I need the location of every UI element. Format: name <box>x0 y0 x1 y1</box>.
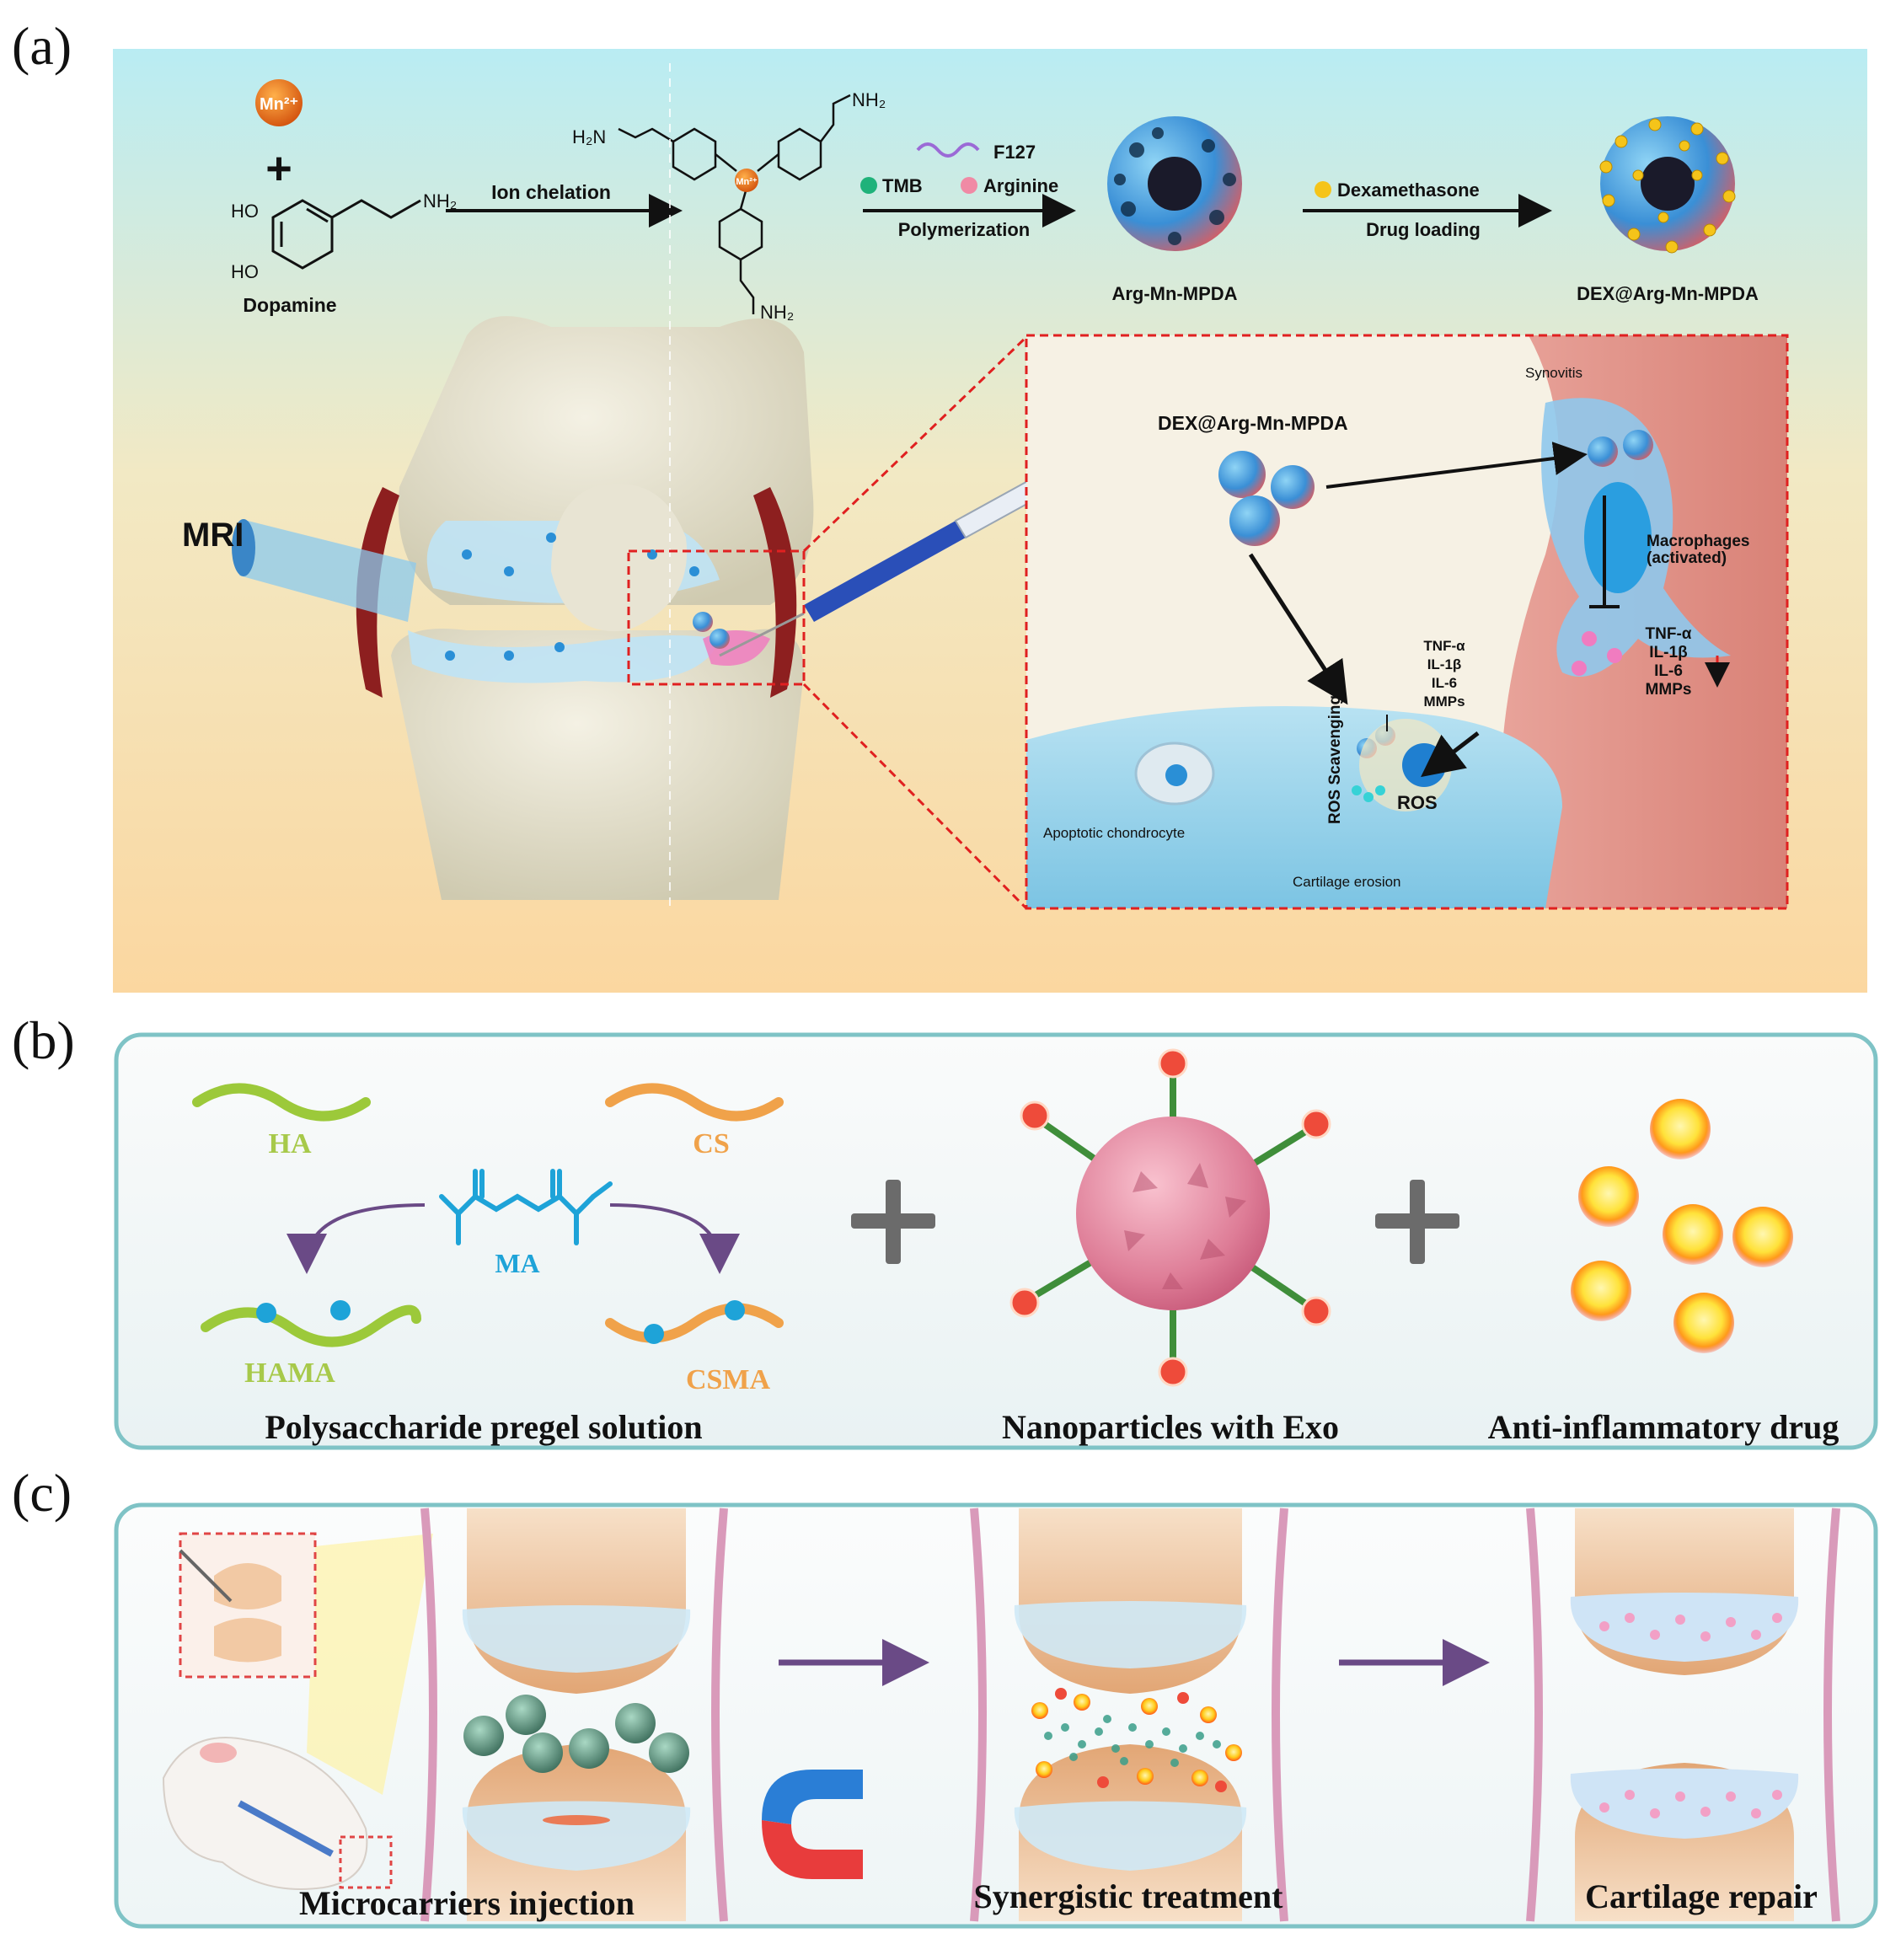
caption-nanoparticles: Nanoparticles with Exo <box>1002 1408 1339 1446</box>
cs-label: CS <box>693 1128 729 1159</box>
zoom-line-bottom <box>802 683 1028 910</box>
arg-mn-mpda-label: Arg-Mn-MPDA <box>1111 283 1237 304</box>
ma-label: MA <box>495 1248 539 1278</box>
svg-text:MMPs: MMPs <box>1423 693 1465 710</box>
caption-polysaccharide: Polysaccharide pregel solution <box>265 1408 702 1446</box>
polymerization-label: Polymerization <box>898 219 1030 240</box>
dexamethasone-icon <box>1315 181 1331 198</box>
svg-text:IL-6: IL-6 <box>1654 662 1683 680</box>
cartilage-erosion-label: Cartilage erosion <box>1293 874 1401 890</box>
caption-cartilage-repair: Cartilage repair <box>1585 1877 1818 1915</box>
zoom-line-top <box>802 335 1028 553</box>
caption-anti-inflammatory: Anti-inflammatory drug <box>1488 1408 1839 1446</box>
mn-ion-icon: Mn²⁺ <box>255 79 303 126</box>
complex-h2n-label: H₂N <box>572 126 606 147</box>
ho-bottom-label: HO <box>231 261 259 282</box>
csma-label: CSMA <box>686 1364 771 1395</box>
nanoparticle-with-exo-icon <box>1009 1048 1331 1387</box>
drug-loading-label: Drug loading <box>1366 219 1481 240</box>
svg-text:IL-6: IL-6 <box>1432 675 1457 691</box>
joint-cartilage-repair-icon <box>1526 1507 1840 1922</box>
ma-molecule-icon <box>439 1169 613 1245</box>
dopamine-label: Dopamine <box>243 294 336 316</box>
inset-detail <box>1025 334 1789 910</box>
dopamine-structure <box>271 199 421 270</box>
mri-beam-icon <box>232 519 416 622</box>
dopamine-nh2-label: NH₂ <box>423 190 457 212</box>
caption-synergistic-treatment: Synergistic treatment <box>974 1877 1284 1915</box>
plus-sign: + <box>265 143 292 194</box>
ros-label: ROS <box>1397 792 1438 813</box>
arg-mn-mpda-nanoparticle-icon <box>1107 116 1242 251</box>
dex-arg-mn-mpda-label: DEX@Arg-Mn-MPDA <box>1577 283 1759 304</box>
arginine-label: Arginine <box>983 175 1058 196</box>
csma-chain-icon <box>605 1303 784 1343</box>
hama-ma-group-icon <box>256 1303 276 1323</box>
plus-icon-2 <box>1375 1180 1459 1264</box>
joint-microcarriers-icon <box>420 1507 728 1922</box>
mri-label: MRI <box>182 517 244 554</box>
svg-text:Mn²⁺: Mn²⁺ <box>736 177 758 187</box>
inset-arrow-to-macrophage <box>1325 442 1588 489</box>
dexamethasone-label: Dexamethasone <box>1337 179 1480 201</box>
svg-text:MMPs: MMPs <box>1646 681 1692 699</box>
panel-b: HA CS MA HAMA CSMA <box>114 1032 1878 1450</box>
ha-chain-icon <box>192 1083 371 1122</box>
svg-text:TNF-α: TNF-α <box>1646 625 1692 643</box>
svg-text:IL-1β: IL-1β <box>1427 656 1462 672</box>
cytokines-left: TNF-α IL-1β IL-6 MMPs <box>1423 638 1465 710</box>
ha-label: HA <box>269 1128 312 1159</box>
magnet-icon <box>762 1770 863 1879</box>
panel-c: Microcarriers injection Synergistic trea… <box>114 1502 1878 1929</box>
anti-inflammatory-drug-icon <box>1571 1099 1793 1353</box>
dex-arg-mn-mpda-nanoparticle-icon <box>1599 116 1736 254</box>
inset-dex-label: DEX@Arg-Mn-MPDA <box>1158 412 1348 434</box>
caption-microcarriers-injection: Microcarriers injection <box>299 1884 635 1922</box>
apoptotic-chondrocyte-label: Apoptotic chondrocyte <box>1043 825 1185 841</box>
panel-label-c: (c) <box>12 1463 72 1523</box>
panel-label-b: (b) <box>12 1010 75 1070</box>
csma-ma-group-icon <box>644 1324 664 1344</box>
ho-top-label: HO <box>231 201 259 222</box>
rat-injection-icon <box>162 1532 433 1890</box>
arginine-icon <box>961 177 977 194</box>
panel-a: Mn²⁺ + HO HO NH₂ Dopamine Ion chelation … <box>113 49 1867 993</box>
ros-scavenging-label: ROS Scavenging <box>1326 695 1344 824</box>
panel-label-a: (a) <box>12 16 72 76</box>
complex-nh2-top-label: NH₂ <box>852 89 886 110</box>
tmb-icon <box>860 177 877 194</box>
mn-complex-structure <box>618 94 851 314</box>
synovitis-label: Synovitis <box>1525 365 1582 381</box>
hama-label: HAMA <box>244 1358 335 1389</box>
ion-chelation-label: Ion chelation <box>491 181 611 203</box>
svg-text:IL-1β: IL-1β <box>1649 644 1687 661</box>
mn-complex-center-icon: Mn²⁺ <box>735 169 758 192</box>
cytokines-right: TNF-α IL-1β IL-6 MMPs <box>1646 625 1692 699</box>
hama-chain-icon <box>201 1304 421 1347</box>
panel-b-frame <box>114 1032 1878 1450</box>
arrow-cs-to-csma <box>609 1203 740 1274</box>
plus-icon-1 <box>851 1180 935 1264</box>
svg-text:Mn²⁺: Mn²⁺ <box>260 95 298 114</box>
inset-arrow-to-chondrocyte <box>1248 553 1348 705</box>
knee-joint-illustration <box>356 63 814 908</box>
svg-text:TNF-α: TNF-α <box>1423 638 1465 654</box>
arrow-ha-to-hama <box>286 1203 426 1274</box>
zoom-region-box <box>627 549 806 686</box>
inset-arrow-to-ros <box>1421 731 1480 778</box>
f127-icon <box>916 142 980 158</box>
joint-synergistic-icon <box>970 1507 1288 1922</box>
macrophages-label: Macrophages <box>1647 533 1749 550</box>
cs-chain-icon <box>605 1083 784 1122</box>
f127-label: F127 <box>993 142 1036 163</box>
tmb-label: TMB <box>882 175 923 196</box>
macrophages-activated-label: (activated) <box>1647 549 1727 567</box>
